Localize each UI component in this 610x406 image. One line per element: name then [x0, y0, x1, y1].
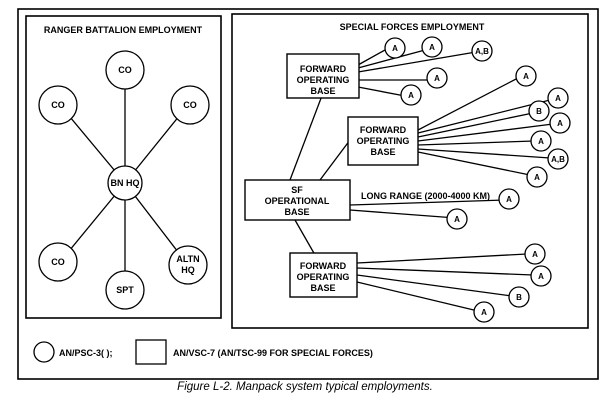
- ranger-nodes: [38, 50, 210, 310]
- co-label: CO: [183, 100, 197, 110]
- co-node: [105, 50, 145, 90]
- fob-top-links: [357, 49, 477, 97]
- legend-square-icon: [135, 339, 167, 365]
- legend-square-label: AN/VSC-7 (AN/TSC-99 FOR SPECIAL FORCES): [173, 348, 373, 358]
- radio-label: A: [538, 137, 544, 146]
- fob-bottom-box: [289, 252, 358, 298]
- fob-top-line2: OPERATING: [297, 75, 350, 85]
- radio-circle: [384, 37, 406, 59]
- co-label: CO: [51, 100, 65, 110]
- radio-circle: [508, 286, 530, 308]
- long-range-label: LONG RANGE (2000-4000 KM): [361, 191, 490, 201]
- radio-circle: [426, 67, 448, 89]
- fob-top-line3: BASE: [310, 86, 335, 96]
- spt-label: SPT: [116, 285, 134, 295]
- sf-operational-base-box: [244, 179, 351, 221]
- fob-bottom-links: [356, 253, 534, 312]
- radio-circle: [515, 65, 537, 87]
- radio-circle: [526, 166, 548, 188]
- radio-circle: [530, 130, 552, 152]
- radio-label: A,B: [475, 47, 489, 56]
- radio-label: A: [392, 44, 398, 53]
- radio-circle: [528, 100, 550, 122]
- co-node: [170, 85, 210, 125]
- radio-label: B: [536, 107, 542, 116]
- sf-base-line1: SF: [291, 185, 303, 195]
- figure-caption: Figure L-2. Manpack system typical emplo…: [177, 381, 433, 393]
- bn-hq-node: [107, 165, 143, 201]
- co-label: CO: [51, 257, 65, 267]
- fob-middle-links: [417, 77, 554, 176]
- sf-base-line2: OPERATIONAL: [265, 196, 330, 206]
- altn-hq-node: [168, 245, 208, 285]
- radio-label: A: [434, 74, 440, 83]
- bn-hq-label: BN HQ: [111, 178, 140, 188]
- radio-label: A,B: [551, 155, 565, 164]
- co-node: [38, 242, 78, 282]
- ranger-panel: [25, 15, 222, 319]
- radio-label: A: [481, 308, 487, 317]
- radio-circle: [524, 243, 546, 265]
- radio-label: A: [534, 173, 540, 182]
- fob-top-box: [286, 53, 360, 99]
- fob-bottom-line2: OPERATING: [297, 272, 350, 282]
- radio-circle: [547, 87, 569, 109]
- fob-middle-box: [347, 116, 419, 166]
- sf-base-line3: BASE: [284, 207, 309, 217]
- radio-label: A: [408, 91, 414, 100]
- radio-circle: [421, 36, 443, 58]
- sf-base-links: [289, 92, 506, 256]
- fob-top-line1: FORWARD: [300, 64, 347, 74]
- radio-circle: [547, 148, 569, 170]
- radio-label: A: [555, 94, 561, 103]
- sf-title: SPECIAL FORCES EMPLOYMENT: [340, 22, 485, 32]
- radio-circle: [530, 265, 552, 287]
- radio-circle: [473, 301, 495, 323]
- legend-circle-label: AN/PSC-3( );: [59, 348, 113, 358]
- radio-label: A: [532, 250, 538, 259]
- fob-bottom-line1: FORWARD: [300, 261, 347, 271]
- sf-panel: [231, 13, 589, 329]
- altn-label: ALTN: [176, 254, 199, 264]
- hq-label: HQ: [181, 265, 195, 275]
- fob-middle-line3: BASE: [370, 147, 395, 157]
- radio-circle: [400, 84, 422, 106]
- radio-label: A: [454, 215, 460, 224]
- radio-circle: [498, 188, 520, 210]
- radio-label: A: [557, 119, 563, 128]
- radio-circle: [471, 40, 493, 62]
- radio-label: A: [506, 195, 512, 204]
- co-label: CO: [118, 65, 132, 75]
- fob-middle-line1: FORWARD: [360, 125, 407, 135]
- ranger-title: RANGER BATTALION EMPLOYMENT: [44, 25, 203, 35]
- radio-label: A: [429, 43, 435, 52]
- radio-label: A: [538, 272, 544, 281]
- outer-border: [17, 8, 599, 380]
- radio-circle: [549, 112, 571, 134]
- fob-middle-line2: OPERATING: [357, 136, 410, 146]
- legend-circle-icon: [33, 341, 55, 363]
- radio-circle: [446, 208, 468, 230]
- radio-label: B: [516, 293, 522, 302]
- fob-bottom-line3: BASE: [310, 283, 335, 293]
- radio-label: A: [523, 72, 529, 81]
- spt-node: [105, 270, 145, 310]
- co-node: [38, 85, 78, 125]
